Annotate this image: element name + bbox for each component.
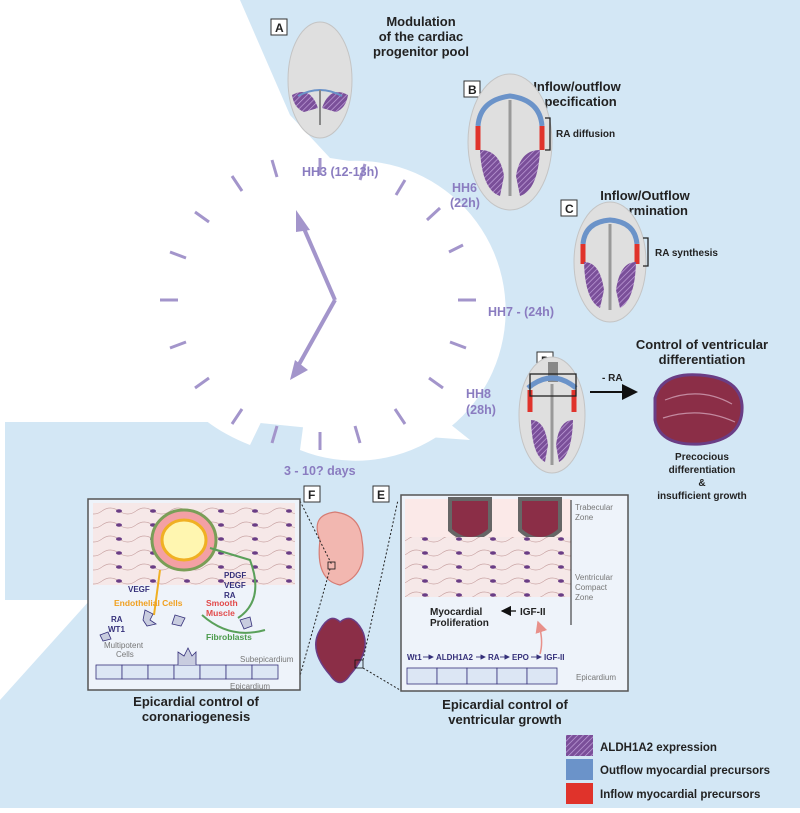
igf-label: IGF-II <box>520 607 546 618</box>
stage-a-title-3: progenitor pool <box>373 44 469 59</box>
compact-1: Ventricular <box>575 573 613 582</box>
ra-left: RA <box>111 615 123 624</box>
panel-e-caption-2: ventricular growth <box>448 712 561 727</box>
trabecular-2: Zone <box>575 513 594 522</box>
stage-a-title-2: of the cardiac <box>379 29 464 44</box>
outcome-1: Precocious <box>675 452 729 463</box>
minus-ra-label: - RA <box>602 373 623 384</box>
vegf-right: VEGF <box>224 581 246 590</box>
path-epo: EPO <box>512 653 529 662</box>
hh7-label: HH7 - (24h) <box>488 305 554 319</box>
path-igf: IGF-II <box>544 653 564 662</box>
stage-a: A Modulation of the cardiac progenitor p… <box>270 14 469 139</box>
hh8-label: HH8 <box>466 387 491 401</box>
stage-b-title-2: specification <box>537 94 617 109</box>
hh3-label: HH3 (12-13h) <box>302 165 378 179</box>
panel-f-caption-2: coronariogenesis <box>142 709 250 724</box>
vegf-left: VEGF <box>128 585 150 594</box>
stage-b: B Inflow/outflow specification RA diffus… <box>463 73 622 211</box>
subepicardium-label: Subepicardium <box>240 655 294 664</box>
panel-f: F VEGF PDGF VEGF RA Endothelial Cells Sm… <box>87 485 321 724</box>
multipotent-2: Cells <box>116 650 134 659</box>
path-wt1: Wt1 <box>407 653 422 662</box>
embryonic-hearts <box>295 499 401 691</box>
outcome-2: differentiation <box>669 465 736 476</box>
compact-2: Compact <box>575 583 608 592</box>
hh6-label: HH6 <box>452 181 477 195</box>
compact-3: Zone <box>575 593 594 602</box>
outcome-3: & <box>698 478 705 489</box>
heart-f <box>316 511 364 586</box>
panel-e-letter: E <box>377 488 385 502</box>
ra-synthesis-label: RA synthesis <box>655 248 718 259</box>
path-aldh1a2: ALDH1A2 <box>436 653 473 662</box>
smooth-label-1: Smooth <box>206 598 238 608</box>
stage-b-letter: B <box>468 83 477 97</box>
stage-c-letter: C <box>565 202 574 216</box>
clock <box>149 157 506 461</box>
stage-d-title-2: differentiation <box>659 352 746 367</box>
panel-f-epicardium: Epicardium <box>230 682 270 691</box>
heart-d <box>653 373 744 446</box>
wt1-left: WT1 <box>108 625 125 634</box>
legend-swatch-inflow <box>566 783 593 804</box>
ra-diffusion-label: RA diffusion <box>556 129 615 140</box>
stage-c-box <box>560 199 578 217</box>
multipotent-1: Multipotent <box>104 641 144 650</box>
clock-ticks <box>160 158 476 450</box>
legend-swatch-outflow <box>566 759 593 780</box>
legend-swatch-aldh1a2 <box>566 735 593 756</box>
panel-e-box <box>372 485 390 503</box>
panel-e: E Trabecular Zone Ventricular Compact Zo… <box>372 485 629 727</box>
panel-f-box <box>303 485 321 503</box>
myocardial-2: Proliferation <box>430 618 489 629</box>
stage-c-title-1: Inflow/Outflow <box>600 188 690 203</box>
stage-a-letter: A <box>275 21 284 35</box>
ra-right: RA <box>224 591 236 600</box>
panel-e-caption-1: Epicardial control of <box>442 697 568 712</box>
legend-label-outflow: Outflow myocardial precursors <box>600 765 770 777</box>
legend-label-aldh1a2: ALDH1A2 expression <box>600 742 717 754</box>
stage-d: D Control of ventricular differentiation… <box>518 337 768 502</box>
stage-b-title-1: Inflow/outflow <box>533 79 621 94</box>
smooth-label-2: Muscle <box>206 608 235 618</box>
clock-hands <box>290 210 337 380</box>
panel-f-caption-1: Epicardial control of <box>133 694 259 709</box>
pdgf: PDGF <box>224 571 246 580</box>
path-ra: RA <box>488 653 500 662</box>
stage-c: C Inflow/Outflow determination RA synthe… <box>560 188 718 323</box>
myocardial-1: Myocardial <box>430 607 482 618</box>
panel-e-epicardium: Epicardium <box>576 673 616 682</box>
heart-e <box>315 617 366 684</box>
legend-label-inflow: Inflow myocardial precursors <box>600 789 760 801</box>
stage-d-title-1: Control of ventricular <box>636 337 768 352</box>
trabecular-1: Trabecular <box>575 503 613 512</box>
fibroblasts-label: Fibroblasts <box>206 632 252 642</box>
hh8-time: (28h) <box>466 403 496 417</box>
days-label: 3 - 10? days <box>284 464 356 478</box>
endothelial-label: Endothelial Cells <box>114 598 183 608</box>
stage-a-title-1: Modulation <box>386 14 455 29</box>
panel-f-letter: F <box>308 488 315 502</box>
stage-b-box <box>463 80 481 98</box>
hh6-time: (22h) <box>450 196 480 210</box>
legend: ALDH1A2 expression Outflow myocardial pr… <box>566 735 770 804</box>
outcome-4: insufficient growth <box>657 491 746 502</box>
stage-a-box <box>270 18 288 36</box>
